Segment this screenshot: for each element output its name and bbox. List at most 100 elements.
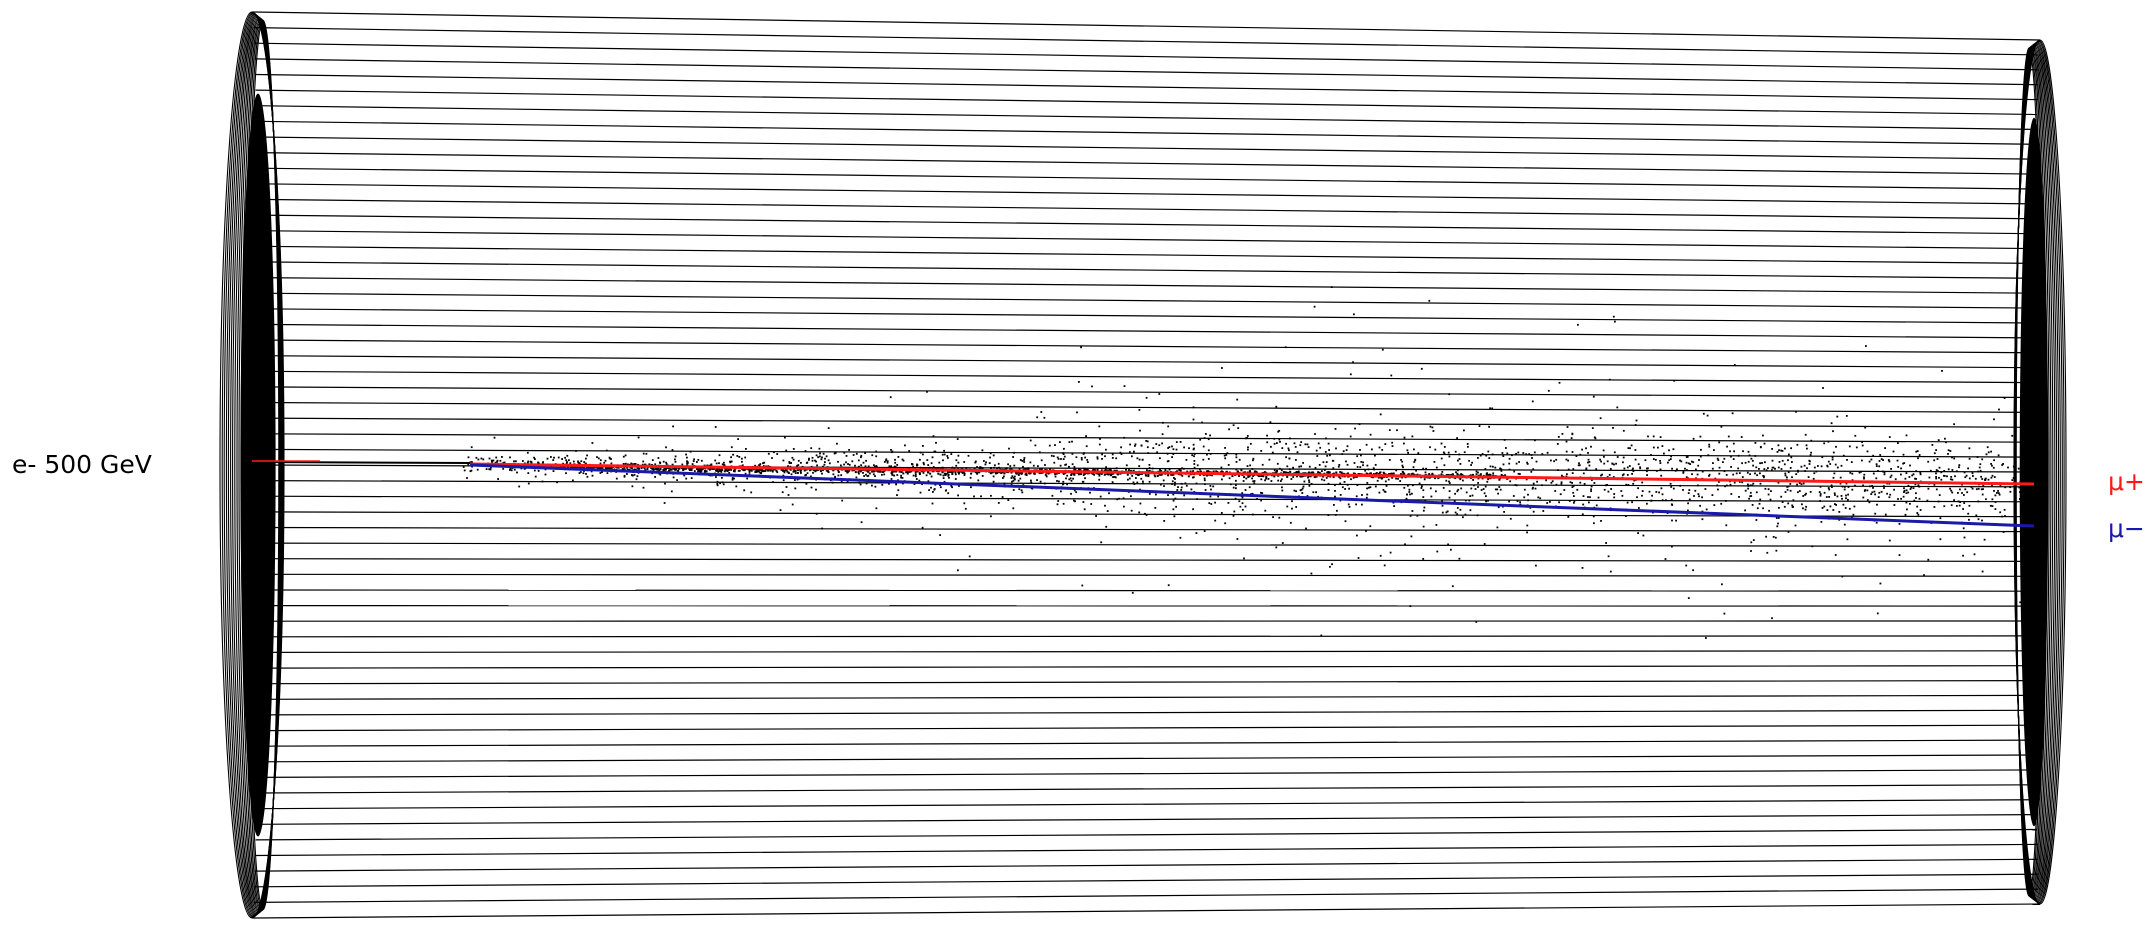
hit-point xyxy=(1903,454,1905,456)
hit-point xyxy=(1627,502,1629,504)
hit-point xyxy=(993,467,995,469)
slab-line xyxy=(255,75,2037,100)
hit-point xyxy=(1123,506,1125,508)
hit-point xyxy=(1920,473,1922,475)
hit-point xyxy=(1099,444,1101,446)
hit-point xyxy=(1354,428,1356,430)
hit-point xyxy=(990,472,992,474)
hit-point xyxy=(1273,438,1275,440)
hit-point xyxy=(947,457,949,459)
hit-point xyxy=(1749,495,1751,497)
hit-point xyxy=(1419,483,1421,485)
hit-point xyxy=(1535,488,1537,490)
hit-point xyxy=(1389,459,1391,461)
hit-point xyxy=(1525,453,1527,455)
hit-point xyxy=(896,474,898,476)
hit-point xyxy=(1138,465,1140,467)
hit-point xyxy=(1458,454,1460,456)
hit-point xyxy=(1835,446,1837,448)
hit-point xyxy=(1325,466,1327,468)
hit-point xyxy=(1560,493,1562,495)
hit-point xyxy=(718,462,720,464)
left-end-cap xyxy=(220,12,284,918)
hit-point xyxy=(771,457,773,459)
hit-point xyxy=(1874,513,1876,515)
hit-point xyxy=(1500,468,1502,470)
hit-point xyxy=(1083,452,1085,454)
hit-point xyxy=(1972,475,1974,477)
hit-point xyxy=(1827,509,1829,511)
hit-point xyxy=(1064,456,1066,458)
hit-point xyxy=(1719,467,1721,469)
hit-point xyxy=(1585,468,1587,470)
hit-point xyxy=(1235,480,1237,482)
hit-point xyxy=(1765,536,1767,538)
hit-point xyxy=(1154,475,1156,477)
hit-point xyxy=(1613,316,1615,318)
hit-point xyxy=(835,452,837,454)
hit-point xyxy=(1101,454,1103,456)
hit-point xyxy=(1670,483,1672,485)
hit-point xyxy=(1643,535,1645,537)
hit-point xyxy=(1708,444,1710,446)
hit-point xyxy=(1169,469,1171,471)
hit-point xyxy=(1314,433,1316,435)
hit-point xyxy=(816,465,818,467)
hit-point xyxy=(1935,449,1937,451)
hit-point xyxy=(1359,466,1361,468)
hit-point xyxy=(1847,538,1849,540)
hit-point xyxy=(697,459,699,461)
hit-point xyxy=(1243,558,1245,560)
hit-point xyxy=(1449,456,1451,458)
hit-point xyxy=(1571,482,1573,484)
hit-point xyxy=(891,451,893,453)
hit-point xyxy=(1655,491,1657,493)
hit-point xyxy=(692,463,694,465)
hit-point xyxy=(1286,476,1288,478)
hit-point xyxy=(1403,443,1405,445)
hit-point xyxy=(1936,489,1938,491)
hit-point xyxy=(1457,469,1459,471)
hit-point xyxy=(951,473,953,475)
hit-point xyxy=(1413,461,1415,463)
hit-point xyxy=(1993,490,1995,492)
hit-point xyxy=(1951,504,1953,506)
hit-point xyxy=(894,459,896,461)
hit-point xyxy=(1384,491,1386,493)
hit-point xyxy=(1193,455,1195,457)
hit-point xyxy=(1784,463,1786,465)
slab-line xyxy=(255,859,2038,871)
hit-point xyxy=(812,472,814,474)
hit-point xyxy=(933,435,935,437)
hit-point xyxy=(1013,489,1015,491)
hit-point xyxy=(1323,461,1325,463)
hit-point xyxy=(1328,449,1330,451)
hit-point xyxy=(662,469,664,471)
hit-point xyxy=(735,486,737,488)
hit-point xyxy=(1894,504,1896,506)
hit-point xyxy=(1995,508,1997,510)
hit-point xyxy=(1183,495,1185,497)
hit-point xyxy=(814,470,816,472)
hit-point xyxy=(1861,441,1863,443)
hit-point xyxy=(1450,549,1452,551)
hit-point xyxy=(1964,472,1966,474)
hit-point xyxy=(1291,500,1293,502)
hit-point xyxy=(1863,478,1865,480)
hit-point xyxy=(1889,540,1891,542)
hit-point xyxy=(609,458,611,460)
hit-point xyxy=(1759,503,1761,505)
hit-point xyxy=(1366,494,1368,496)
hit-point xyxy=(1516,463,1518,465)
hit-point xyxy=(1421,485,1423,487)
hit-point xyxy=(1904,490,1906,492)
hit-point xyxy=(1443,452,1445,454)
hit-point xyxy=(1485,455,1487,457)
hit-point xyxy=(738,456,740,458)
hit-point xyxy=(1412,510,1414,512)
hit-point xyxy=(1260,500,1262,502)
hit-point xyxy=(1024,457,1026,459)
hit-point xyxy=(1393,505,1395,507)
hit-point xyxy=(1275,547,1277,549)
hit-point xyxy=(719,482,721,484)
